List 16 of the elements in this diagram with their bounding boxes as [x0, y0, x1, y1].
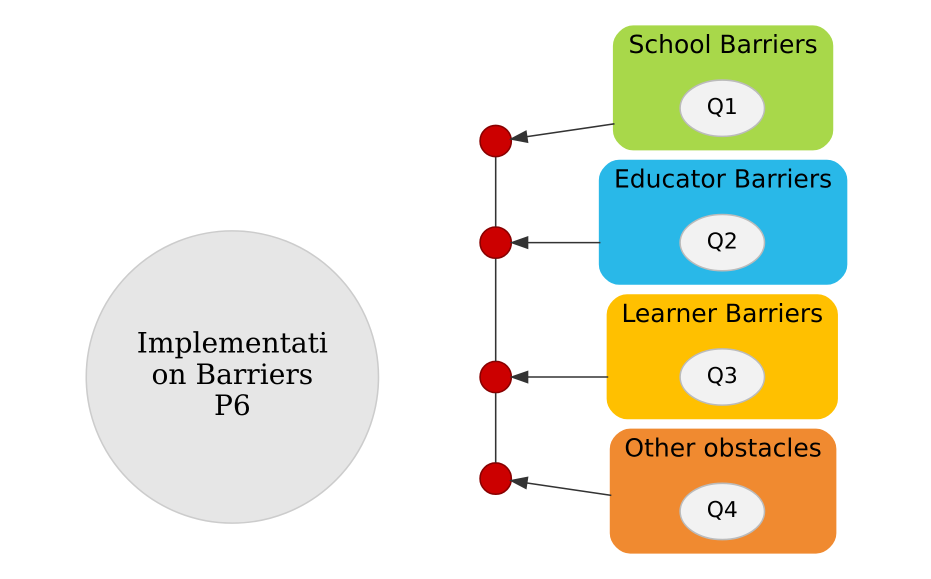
node-circle: Implementati on Barriers P6 — [84, 230, 379, 524]
arrow — [509, 236, 600, 250]
arrow — [509, 370, 608, 384]
node-ellipse: Q2 — [678, 214, 765, 272]
node-ellipse: Q3 — [678, 348, 765, 406]
connector — [494, 258, 496, 362]
connector — [494, 393, 496, 463]
node-circle — [478, 226, 512, 260]
node-circle — [478, 124, 512, 158]
node-circle — [478, 360, 512, 394]
node-ellipse: Q1 — [678, 79, 765, 138]
arrow — [508, 476, 611, 496]
node-ellipse: Q4 — [678, 482, 765, 540]
node-circle — [478, 462, 512, 495]
connector — [494, 157, 496, 227]
arrow — [508, 123, 614, 144]
